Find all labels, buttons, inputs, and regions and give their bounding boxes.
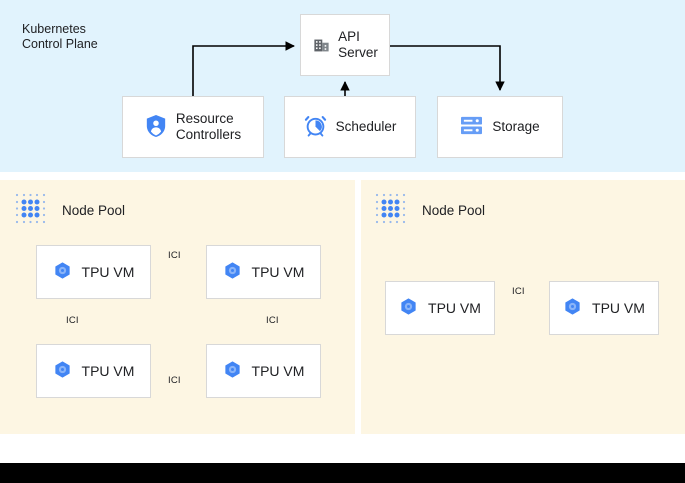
tpu-vm-label: TPU VM (81, 363, 135, 379)
tpu-vm-label: TPU VM (428, 300, 481, 316)
ici-label: ICI (266, 315, 279, 326)
node-pool-header-right: Node Pool (374, 192, 485, 228)
tpu-hexagon-icon (223, 360, 242, 382)
tpu-vm-box[interactable]: TPU VM (385, 281, 495, 335)
tpu-vm-label: TPU VM (251, 363, 305, 379)
storage-box[interactable]: Storage (437, 96, 563, 158)
tpu-hexagon-icon (399, 297, 418, 319)
database-icon (460, 115, 483, 139)
tpu-hexagon-icon (563, 297, 582, 319)
tpu-hexagon-icon (53, 261, 72, 283)
alarm-clock-icon (304, 114, 327, 140)
ici-label: ICI (512, 286, 525, 297)
tpu-hexagon-icon (53, 360, 72, 382)
tpu-vm-box[interactable]: TPU VM (36, 245, 151, 299)
tpu-vm-box[interactable]: TPU VM (36, 344, 151, 398)
control-plane-title: Kubernetes Control Plane (22, 22, 98, 51)
ici-label: ICI (168, 375, 181, 386)
api-server-box[interactable]: API Server (300, 14, 390, 76)
node-pool-left-label: Node Pool (62, 202, 126, 218)
building-icon (312, 34, 331, 56)
tpu-vm-label: TPU VM (592, 300, 645, 316)
storage-label: Storage (492, 119, 540, 134)
ici-label: ICI (66, 315, 79, 326)
tpu-hexagon-icon (223, 261, 242, 283)
scheduler-label: Scheduler (335, 119, 397, 134)
ici-label: ICI (168, 250, 181, 261)
shield-user-icon (145, 114, 167, 141)
tpu-vm-box[interactable]: TPU VM (206, 245, 321, 299)
api-server-label: API Server (338, 29, 378, 60)
dot-grid-icon (14, 192, 47, 228)
dot-grid-icon (374, 192, 407, 228)
node-pool-right-label: Node Pool (422, 202, 486, 218)
tpu-vm-label: TPU VM (81, 264, 135, 280)
resource-controllers-label: Resource Controllers (175, 111, 242, 142)
scheduler-box[interactable]: Scheduler (284, 96, 416, 158)
node-pool-header-left: Node Pool (14, 192, 125, 228)
tpu-vm-box[interactable]: TPU VM (206, 344, 321, 398)
tpu-vm-box[interactable]: TPU VM (549, 281, 659, 335)
tpu-vm-label: TPU VM (251, 264, 305, 280)
resource-controllers-box[interactable]: Resource Controllers (122, 96, 264, 158)
bottom-bar (0, 463, 685, 483)
